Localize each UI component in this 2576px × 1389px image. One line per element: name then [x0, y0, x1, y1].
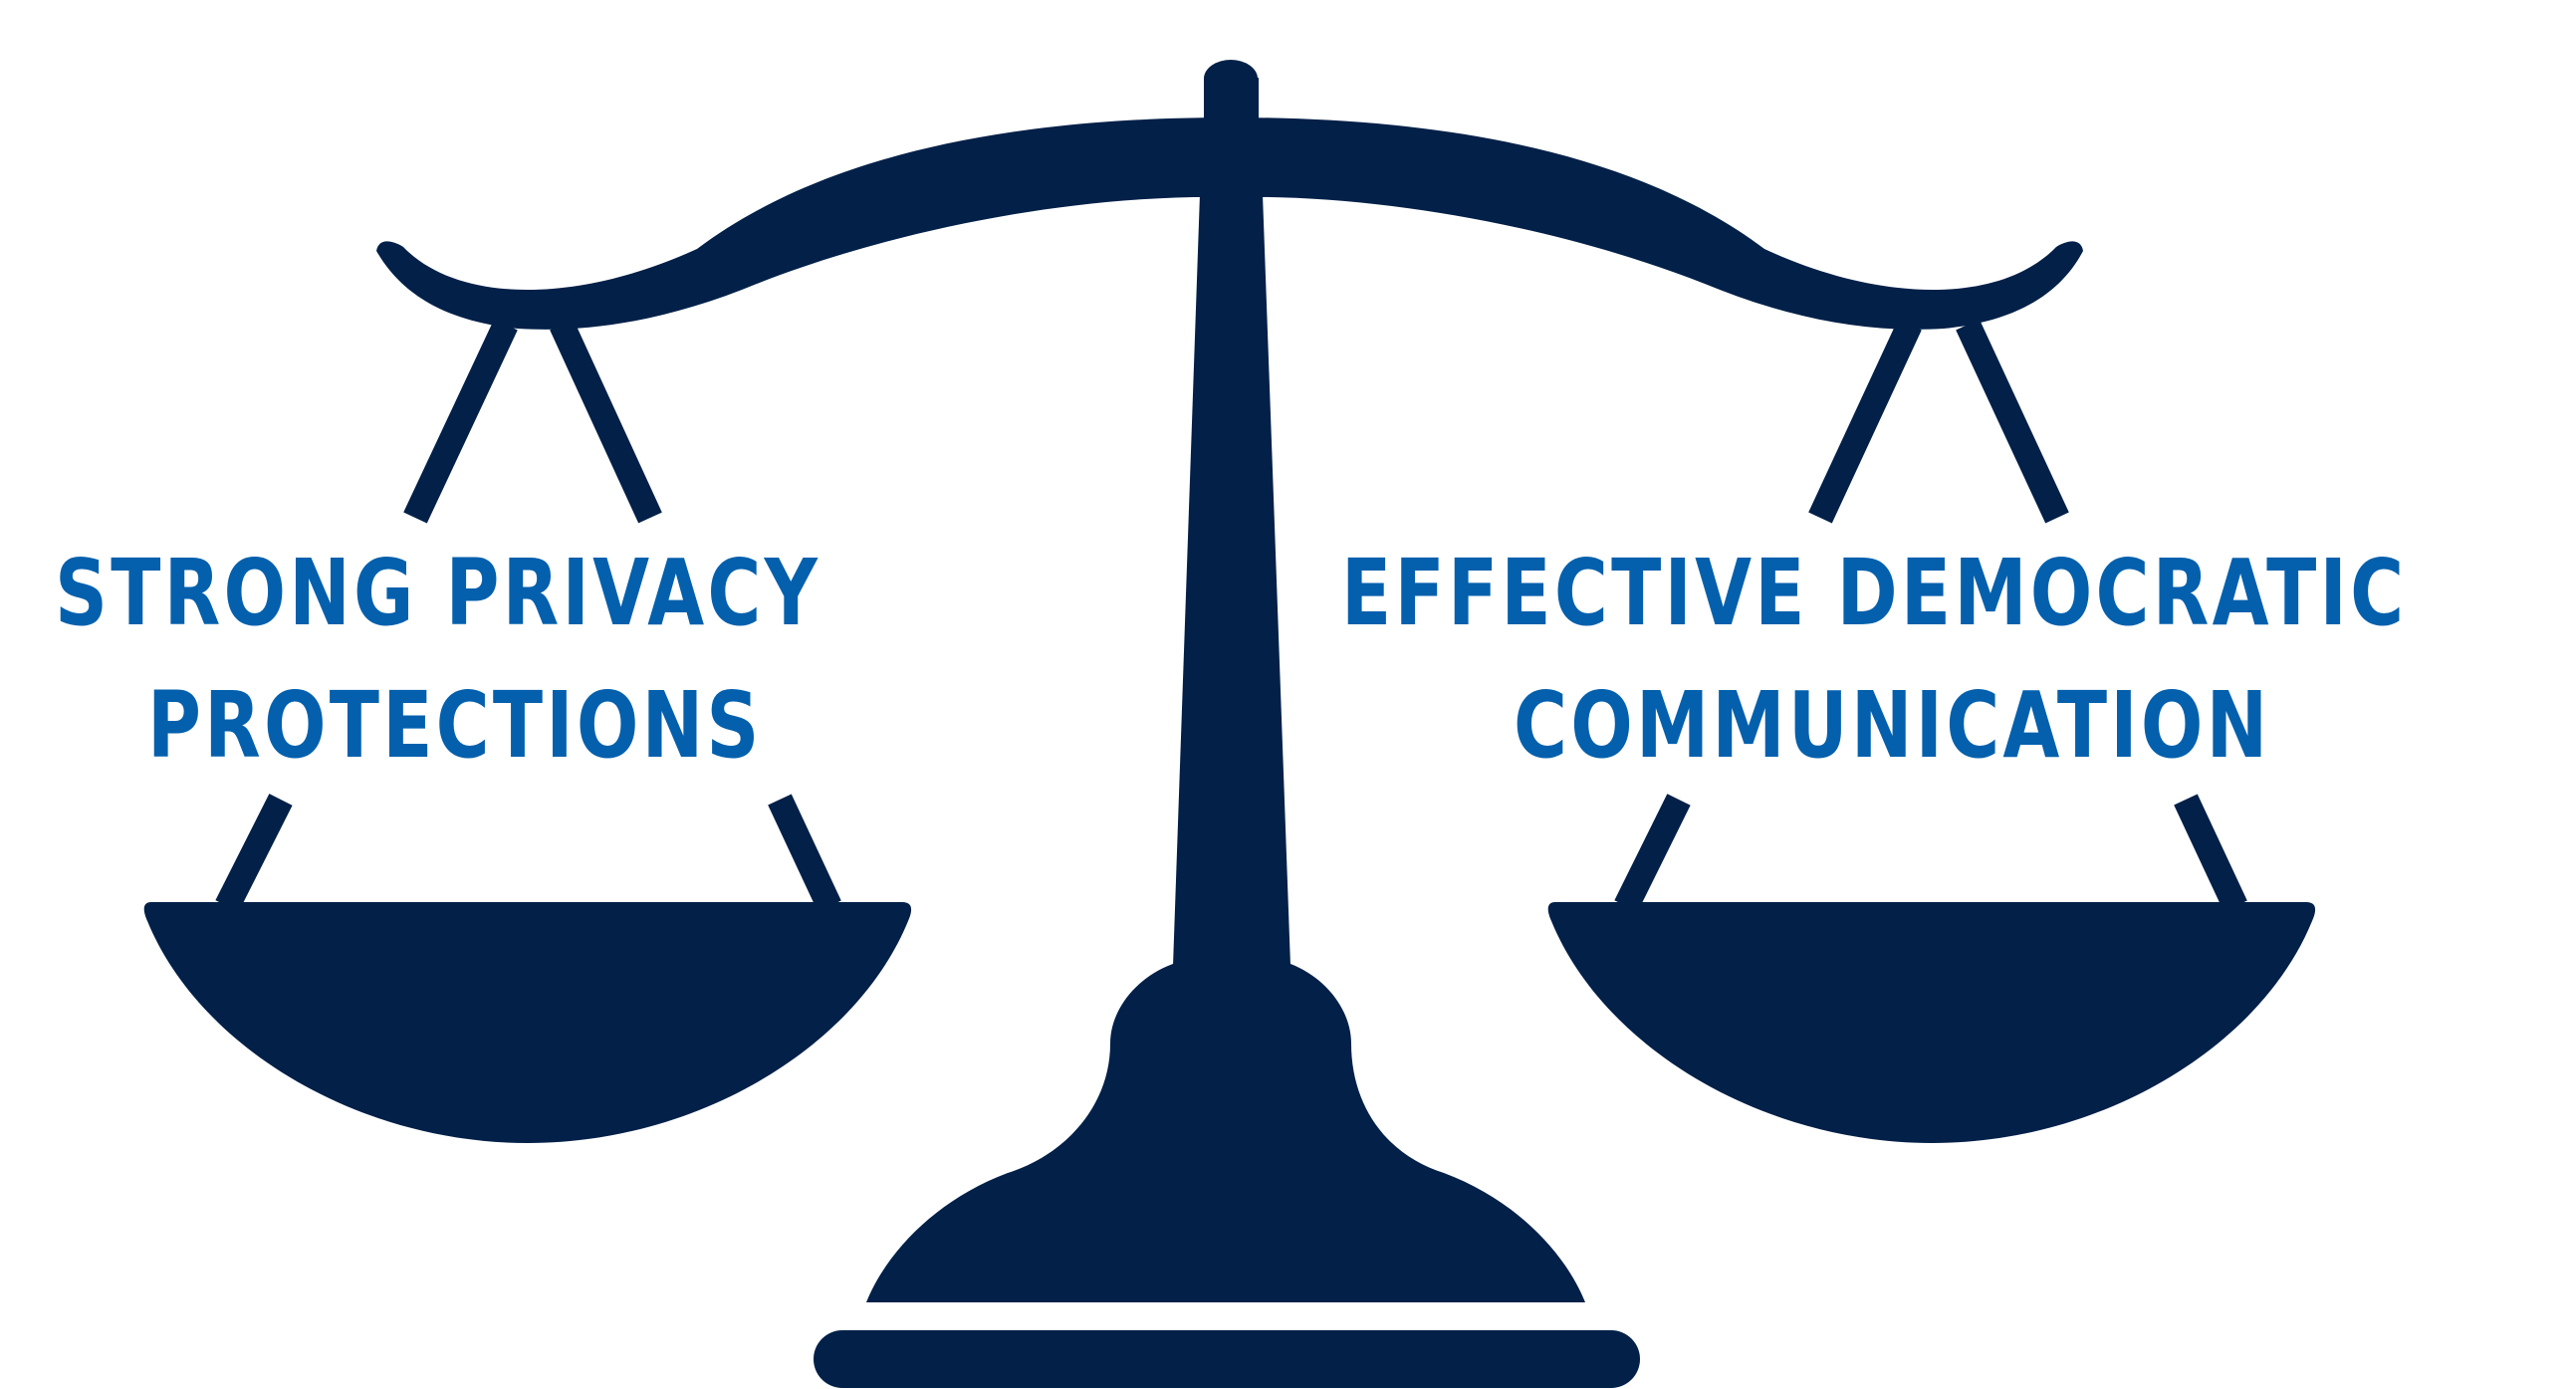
left-string-upper-right — [550, 319, 662, 524]
scale-beam — [376, 117, 2083, 330]
right-string-upper-right — [1956, 319, 2069, 524]
right-string-upper-left — [1808, 319, 1922, 524]
right-string-lower-left — [1614, 794, 1691, 912]
left-label-line-2: PROTECTIONS — [147, 672, 763, 779]
scale-base-plate — [814, 1330, 1640, 1388]
scale-base-bell — [866, 964, 1585, 1302]
left-label-line-1: STRONG PRIVACY — [55, 540, 821, 646]
left-pan — [143, 902, 912, 1143]
right-label-line-2: COMMUNICATION — [1514, 672, 2271, 779]
scale-pole — [1173, 194, 1290, 966]
right-pan — [1547, 902, 2316, 1143]
left-string-upper-left — [403, 319, 518, 524]
right-label-line-1: EFFECTIVE DEMOCRATIC — [1341, 540, 2408, 646]
right-string-lower-right — [2174, 794, 2247, 912]
scale-top-neck — [1204, 78, 1259, 122]
left-string-lower-left — [215, 794, 293, 912]
left-string-lower-right — [768, 794, 841, 912]
